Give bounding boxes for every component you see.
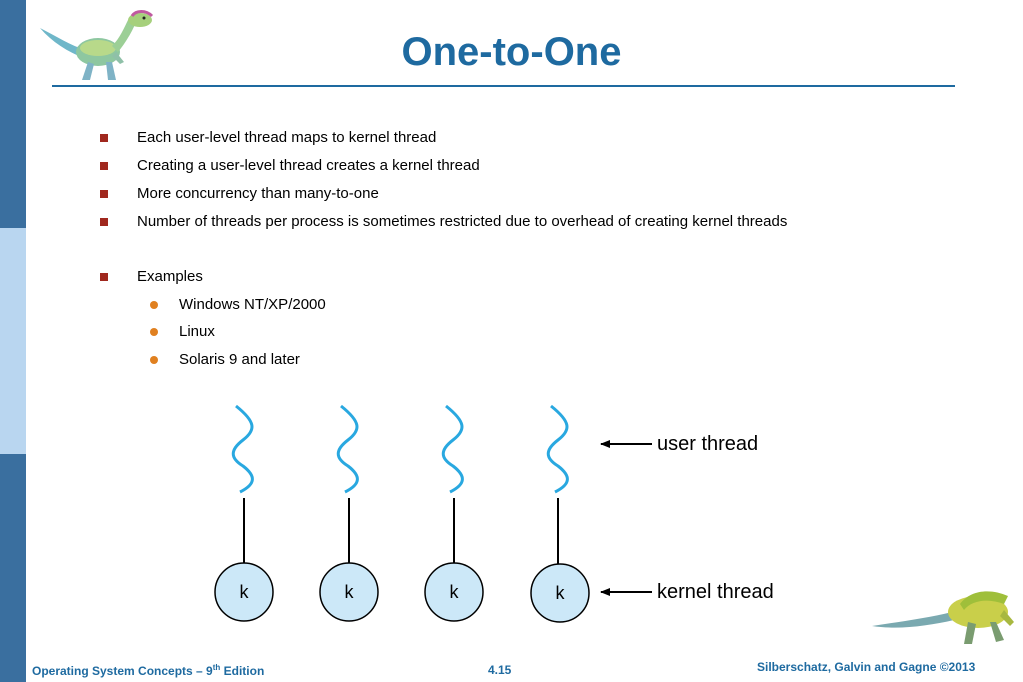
sub-bullet-text: Windows NT/XP/2000 <box>179 296 326 313</box>
kernel-thread-circle <box>530 563 590 623</box>
dinosaur-logo-icon <box>872 591 1014 644</box>
user-thread-wave <box>546 404 569 494</box>
footer-title-prefix: Operating System Concepts – 9 <box>32 664 213 678</box>
thread-pair: k <box>214 404 274 622</box>
square-bullet-icon <box>100 190 108 198</box>
thread-pair: k <box>530 404 590 623</box>
kernel-thread-label: k <box>556 583 566 603</box>
bullet-text: Creating a user-level thread creates a k… <box>137 157 480 174</box>
slide-title: One-to-One <box>401 30 622 74</box>
kernel-thread-label: k <box>450 582 460 602</box>
thread-pair: k <box>319 404 379 622</box>
thread-pair: k <box>424 404 484 622</box>
square-bullet-icon <box>100 162 108 170</box>
footer-title-sup: th <box>212 663 221 672</box>
footer-title-suffix: Edition <box>220 664 265 678</box>
kernel-thread-label: k <box>240 582 250 602</box>
bullet-text: Number of threads per process is sometim… <box>137 213 788 230</box>
footer-page-number: 4.15 <box>488 663 512 677</box>
kernel-thread-circle <box>319 562 379 622</box>
bullet-text: Each user-level thread maps to kernel th… <box>137 129 437 146</box>
square-bullet-icon <box>100 218 108 226</box>
kernel-thread-circle <box>214 562 274 622</box>
bullet-text: Examples <box>137 268 203 285</box>
round-bullet-icon <box>150 301 158 309</box>
square-bullet-icon <box>100 134 108 142</box>
dinosaur-logo-icon <box>40 10 154 80</box>
user-thread-wave <box>231 404 254 494</box>
square-bullet-icon <box>100 273 108 281</box>
sub-bullet-text: Solaris 9 and later <box>179 351 300 368</box>
title-divider <box>52 85 955 87</box>
bullet-text: More concurrency than many-to-one <box>137 185 379 202</box>
round-bullet-icon <box>150 356 158 364</box>
user-thread-wave <box>441 404 464 494</box>
sub-bullet-text: Linux <box>179 323 215 340</box>
round-bullet-icon <box>150 328 158 336</box>
user-thread-label: user thread <box>657 433 758 455</box>
sidebar-highlight <box>0 228 26 454</box>
kernel-thread-label: k <box>345 582 355 602</box>
footer-authors: Silberschatz, Galvin and Gagne ©2013 <box>757 660 976 674</box>
kernel-thread-caption: kernel thread <box>657 581 774 603</box>
footer-book-title: Operating System Concepts – 9th Edition <box>32 663 264 678</box>
left-sidebar-bar <box>0 0 26 682</box>
user-thread-wave <box>336 404 359 494</box>
kernel-thread-circle <box>424 562 484 622</box>
